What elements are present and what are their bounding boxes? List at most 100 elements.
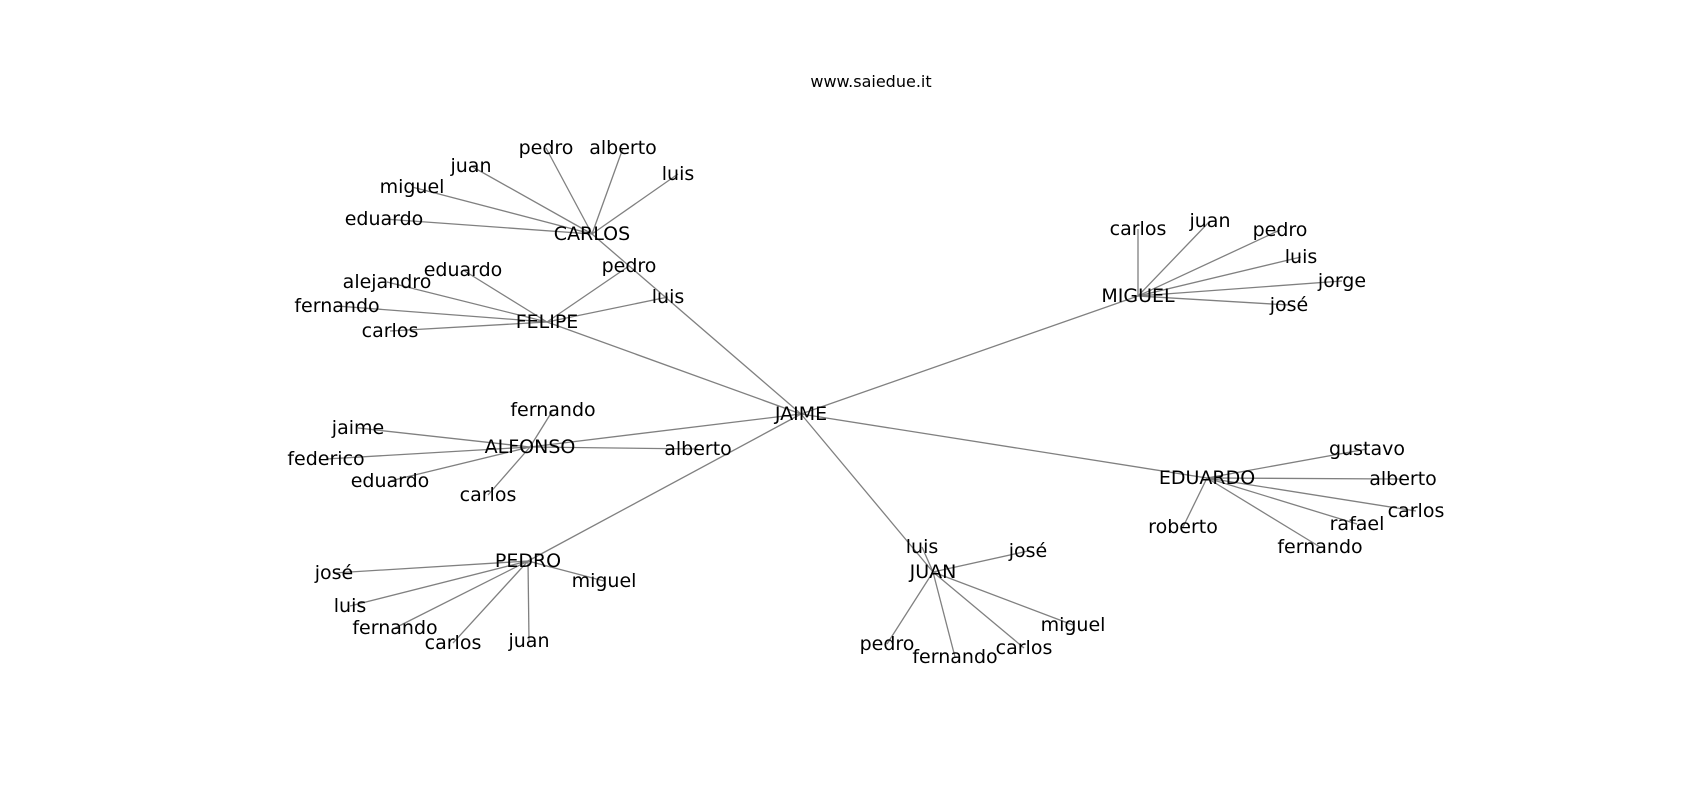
- edge-jaime-carlos: [591, 233, 802, 415]
- edge-pedro-miguel: [527, 560, 605, 582]
- node-eduardo-carlos: carlos: [1388, 500, 1445, 522]
- edge-pedro-juan: [527, 560, 530, 642]
- node-miguel-jorge: jorge: [1317, 270, 1366, 292]
- edge-jaime-felipe: [546, 321, 802, 415]
- edge-alfonso-jaime: [357, 427, 531, 448]
- node-alfonso-eduardo: eduardo: [351, 470, 430, 492]
- node-miguel-carlos: carlos: [1110, 218, 1167, 240]
- node-pedro-luis: luis: [334, 595, 367, 617]
- edge-juan-jose: [932, 550, 1029, 573]
- edge-juan-miguel: [932, 571, 1074, 626]
- edge-eduardo-gustavo: [1206, 448, 1368, 479]
- edge-miguel-pedro: [1137, 229, 1281, 297]
- node-juan-jose: josé: [1008, 540, 1048, 562]
- node-hub-eduardo: EDUARDO: [1159, 467, 1255, 489]
- edge-pedro-carlos: [452, 560, 529, 644]
- node-miguel-juan: juan: [1188, 210, 1230, 232]
- edge-pedro-luis: [349, 560, 529, 607]
- node-pedro-miguel: miguel: [572, 570, 637, 592]
- edge-eduardo-carlos: [1206, 477, 1417, 512]
- edge-miguel-jorge: [1137, 280, 1343, 297]
- edge-alfonso-fernando: [529, 409, 554, 448]
- edge-juan-carlos: [932, 571, 1025, 649]
- node-juan-fernando: fernando: [912, 646, 997, 668]
- edge-carlos-miguel: [411, 186, 593, 235]
- edge-carlos-alberto: [591, 147, 624, 235]
- node-hub-alfonso: ALFONSO: [485, 436, 576, 458]
- edge-eduardo-roberto: [1182, 477, 1208, 528]
- edge-alfonso-eduardo: [389, 446, 531, 482]
- edge-miguel-juan: [1137, 220, 1211, 297]
- edge-jaime-eduardo: [800, 413, 1208, 479]
- node-carlos-alberto: alberto: [589, 137, 657, 159]
- edge-felipe-fernando: [336, 305, 548, 323]
- node-felipe-carlos: carlos: [362, 320, 419, 342]
- edge-felipe-eduardo: [462, 269, 548, 323]
- node-eduardo-alberto: alberto: [1369, 468, 1437, 490]
- node-carlos-miguel: miguel: [380, 176, 445, 198]
- edge-carlos-pedro: [545, 147, 593, 235]
- node-pedro-carlos: carlos: [425, 632, 482, 654]
- edges-layer: [325, 147, 1417, 658]
- edge-pedro-fernando: [394, 560, 529, 629]
- node-felipe-fernando: fernando: [294, 295, 379, 317]
- node-felipe-luis: luis: [652, 286, 685, 308]
- node-eduardo-fernando: fernando: [1277, 536, 1362, 558]
- node-juan-pedro: pedro: [860, 633, 915, 655]
- node-alfonso-federico: federico: [287, 448, 364, 470]
- edge-felipe-alejandro: [386, 281, 548, 323]
- node-pedro-fernando: fernando: [352, 617, 437, 639]
- node-felipe-alejandro: alejandro: [343, 271, 432, 293]
- node-alfonso-alberto: alberto: [664, 438, 732, 460]
- node-carlos-luis: luis: [662, 163, 695, 185]
- edge-felipe-pedro: [546, 265, 630, 323]
- node-juan-luis: luis: [906, 536, 939, 558]
- edge-miguel-jose: [1137, 295, 1290, 306]
- node-juan-miguel: miguel: [1041, 614, 1106, 636]
- edge-felipe-carlos: [389, 321, 548, 332]
- node-pedro-juan: juan: [507, 630, 549, 652]
- edge-jaime-miguel: [800, 295, 1139, 415]
- node-eduardo-gustavo: gustavo: [1329, 438, 1405, 460]
- edge-alfonso-alberto: [529, 446, 699, 450]
- node-felipe-eduardo: eduardo: [424, 259, 503, 281]
- node-hub-felipe: FELIPE: [516, 311, 579, 333]
- diagram-title: www.saiedue.it: [810, 72, 931, 91]
- edge-eduardo-alberto: [1206, 477, 1404, 480]
- node-felipe-pedro: pedro: [602, 255, 657, 277]
- edge-jaime-pedro: [527, 413, 802, 562]
- edge-juan-pedro: [886, 571, 934, 645]
- node-hub-juan: JUAN: [909, 561, 957, 583]
- edge-miguel-luis: [1137, 256, 1302, 297]
- edge-jaime-alfonso: [529, 413, 802, 448]
- edge-carlos-juan: [470, 165, 593, 235]
- node-root: JAIME: [774, 403, 827, 425]
- edge-jaime-juan: [800, 413, 934, 573]
- edge-pedro-jose: [333, 560, 529, 574]
- node-carlos-pedro: pedro: [519, 137, 574, 159]
- node-carlos-eduardo: eduardo: [345, 208, 424, 230]
- node-eduardo-rafael: rafael: [1330, 513, 1385, 535]
- edge-eduardo-rafael: [1206, 477, 1358, 525]
- node-alfonso-jaime: jaime: [331, 417, 384, 439]
- node-juan-carlos: carlos: [996, 637, 1053, 659]
- edge-alfonso-carlos: [487, 446, 531, 496]
- node-alfonso-fernando: fernando: [510, 399, 595, 421]
- edge-eduardo-fernando: [1206, 477, 1321, 548]
- node-alfonso-carlos: carlos: [460, 484, 517, 506]
- node-miguel-pedro: pedro: [1253, 219, 1308, 241]
- edge-alfonso-federico: [325, 446, 531, 460]
- node-pedro-jose: josé: [314, 562, 354, 584]
- edge-felipe-luis: [546, 296, 669, 323]
- node-hub-miguel: MIGUEL: [1101, 285, 1175, 307]
- node-eduardo-roberto: roberto: [1148, 516, 1218, 538]
- edge-juan-luis: [921, 546, 934, 573]
- node-carlos-juan: juan: [449, 155, 491, 177]
- edge-carlos-luis: [591, 173, 679, 235]
- node-hub-pedro: PEDRO: [495, 550, 561, 572]
- edge-carlos-eduardo: [383, 218, 593, 235]
- edge-juan-fernando: [932, 571, 956, 658]
- node-hub-carlos: CARLOS: [554, 223, 630, 245]
